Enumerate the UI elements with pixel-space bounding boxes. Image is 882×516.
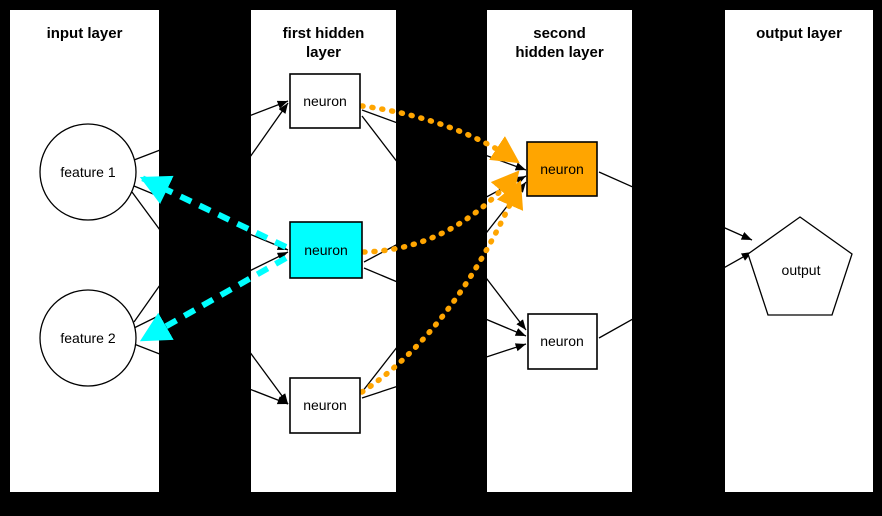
edge-orange-from-h1top [359, 103, 521, 165]
edge-feature2-to-hidden1-top [133, 102, 289, 323]
panel-title-line: output layer [756, 25, 842, 42]
panel-title-input-layer: input layer [10, 24, 159, 43]
node-hidden2-neuron-top[interactable]: neuron [526, 141, 598, 197]
feature-2-circle[interactable] [39, 289, 137, 387]
panel-input-layer: input layer [10, 10, 159, 492]
node-output[interactable]: output [747, 216, 853, 316]
edge-group-input-to-hidden1 [131, 100, 289, 405]
feature-1-circle[interactable] [39, 123, 137, 221]
panel-title-line: input layer [46, 25, 123, 42]
hidden1-neuron-top-box[interactable] [289, 73, 361, 129]
feature-2-label: feature 2 [60, 330, 115, 346]
hidden1-neuron-middle-label: neuron [304, 242, 348, 258]
edge-orange-from-h1bottom [359, 179, 524, 395]
edge-orange-from-h1mid [361, 169, 521, 255]
edge-feature1-to-hidden1-middle [133, 185, 289, 251]
edge-h1mid-to-h2bottom [363, 267, 527, 337]
feature-1-label: feature 1 [60, 164, 115, 180]
node-hidden1-neuron-top[interactable]: neuron [289, 73, 361, 129]
edge-group-hidden2-to-output [598, 171, 753, 339]
edge-cyan-to-feature1 [139, 175, 288, 250]
hidden1-neuron-bottom-label: neuron [303, 397, 347, 413]
edge-h1mid-to-h2top [363, 175, 527, 263]
edge-group-orange-highlight [359, 103, 524, 395]
edge-feature2-to-hidden1-bottom [133, 343, 289, 405]
panel-title-output-layer: output layer [725, 24, 873, 43]
edge-cyan-to-feature2 [139, 255, 288, 343]
edge-group-cyan-highlight [139, 175, 288, 343]
output-label: output [782, 262, 821, 278]
node-feature-1[interactable]: feature 1 [39, 123, 137, 221]
edge-h2bottom-to-output [598, 251, 753, 339]
hidden1-neuron-bottom-box[interactable] [289, 377, 361, 434]
panel-title-line: first hidden [282, 25, 365, 42]
panel-second-hidden-layer: second hidden layer [487, 10, 632, 492]
node-hidden1-neuron-middle[interactable]: neuron [289, 221, 363, 279]
panel-title-first-hidden-layer: first hidden layer [251, 24, 396, 62]
panel-title-line: second [533, 25, 586, 42]
hidden2-neuron-top-label: neuron [540, 161, 584, 177]
edge-h1bot-to-h2bottom [361, 343, 527, 399]
edge-h1top-to-h2top [361, 109, 527, 171]
node-hidden2-neuron-bottom[interactable]: neuron [527, 313, 598, 370]
edge-feature1-to-hidden1-top [133, 100, 289, 161]
hidden2-neuron-bottom-label: neuron [540, 333, 584, 349]
edge-h1top-to-h2bottom [361, 115, 527, 331]
hidden2-neuron-bottom-box[interactable] [527, 313, 598, 370]
panel-title-line: hidden layer [515, 44, 604, 61]
node-hidden1-neuron-bottom[interactable]: neuron [289, 377, 361, 434]
node-feature-2[interactable]: feature 2 [39, 289, 137, 387]
output-pentagon[interactable] [747, 216, 853, 316]
edge-h1bot-to-h2top [361, 181, 527, 393]
panel-title-second-hidden-layer: second hidden layer [487, 24, 632, 62]
panel-title-line: layer [305, 44, 342, 61]
hidden2-neuron-top-box[interactable] [526, 141, 598, 197]
hidden1-neuron-middle-box[interactable] [289, 221, 363, 279]
edge-h2top-to-output [598, 171, 753, 241]
hidden1-neuron-top-label: neuron [303, 93, 347, 109]
